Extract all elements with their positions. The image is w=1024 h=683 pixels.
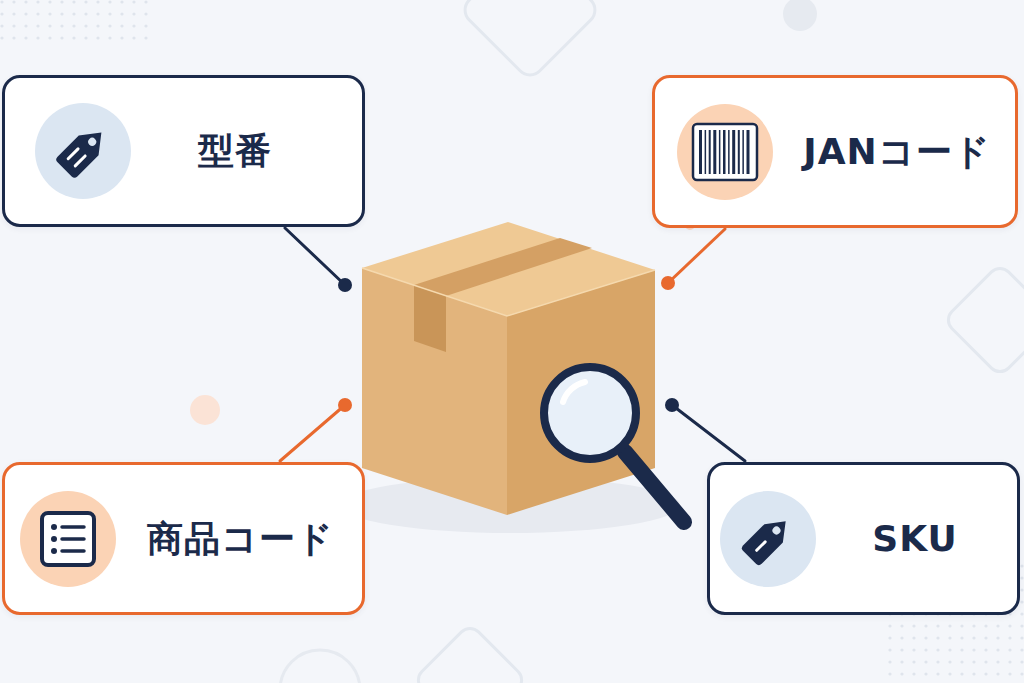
leader-dot <box>665 398 679 412</box>
box-label: JANコード <box>803 130 990 173</box>
box-tape <box>414 238 592 296</box>
box-top-face <box>362 222 655 316</box>
deco-diamond <box>943 263 1024 376</box>
box-tape <box>414 285 446 352</box>
box-edge <box>362 268 655 316</box>
deco-diamond <box>413 623 526 683</box>
callout-box: 型番 <box>2 75 365 227</box>
leader-dot <box>661 276 675 290</box>
magnifier-handle <box>625 452 684 522</box>
leader-line <box>672 405 745 461</box>
dot-grid <box>0 0 150 48</box>
leader-dot <box>338 278 352 292</box>
box-label: 商品コード <box>147 517 334 560</box>
deco-circle <box>280 650 360 683</box>
leader-dot <box>338 398 352 412</box>
box-label: 型番 <box>198 129 272 172</box>
leader-line <box>280 405 345 461</box>
box-label: SKU <box>872 517 957 560</box>
leader-line <box>285 228 345 285</box>
lens-glint <box>563 382 585 402</box>
tag-icon <box>33 101 133 201</box>
callout-box: JANコード <box>652 75 1018 228</box>
tag-icon <box>718 489 818 589</box>
magnifier-lens <box>544 367 636 459</box>
callout-box: SKU <box>707 462 1020 615</box>
callout-box: 商品コード <box>2 462 365 615</box>
barcode-icon <box>675 102 775 202</box>
leader-line <box>668 229 725 283</box>
deco-circle <box>783 0 817 31</box>
deco-circle <box>190 395 220 425</box>
list-icon <box>18 489 118 589</box>
deco-diamond <box>459 0 600 81</box>
